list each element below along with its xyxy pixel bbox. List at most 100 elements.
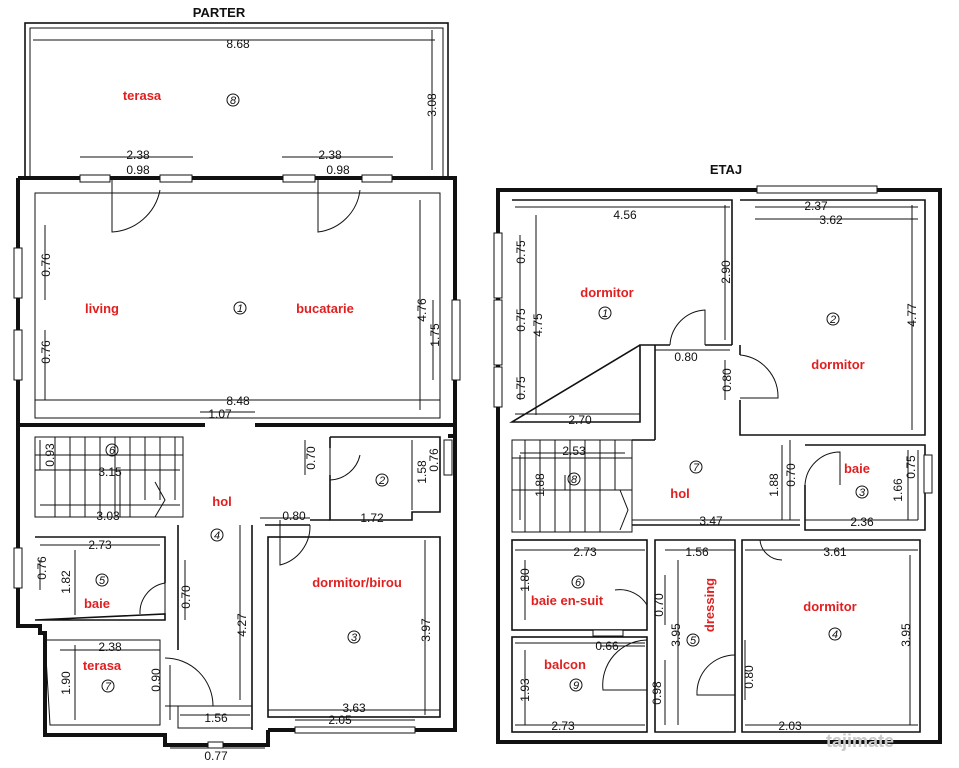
room-number: 5 xyxy=(99,575,106,587)
dim-label: 0.76 xyxy=(427,448,441,472)
baie-ensuit-box xyxy=(511,539,648,631)
window xyxy=(13,329,23,381)
dim-label: 3.62 xyxy=(819,213,843,227)
door-arc xyxy=(111,180,161,233)
dim-label: 1.56 xyxy=(685,545,709,559)
dim-label: 8.68 xyxy=(226,37,250,51)
room-number: 8 xyxy=(230,95,237,107)
room-number: 1 xyxy=(237,303,243,315)
room-label: bucatarie xyxy=(296,301,354,316)
door-arc xyxy=(759,539,783,561)
room-number: 3 xyxy=(859,487,866,499)
dressing-walls xyxy=(654,539,736,733)
dim-label: 2.73 xyxy=(88,538,112,552)
dim-label: 3.63 xyxy=(342,701,366,715)
room-number: 6 xyxy=(575,577,582,589)
room-number: 2 xyxy=(829,314,836,326)
dim-label: 0.77 xyxy=(204,749,228,763)
dim-label: 0.98 xyxy=(326,163,350,177)
room-label: hol xyxy=(670,486,690,501)
room-label: dormitor/birou xyxy=(312,575,402,590)
window xyxy=(361,174,393,183)
room-number: 7 xyxy=(693,462,700,474)
room-number: 2 xyxy=(378,475,385,487)
window xyxy=(493,299,503,366)
dim-label: 2.38 xyxy=(318,148,342,162)
dimension-lines xyxy=(33,30,441,749)
dim-label: 0.90 xyxy=(149,668,163,692)
room-label: baie xyxy=(844,461,870,476)
dim-label: 0.80 xyxy=(282,509,306,523)
dim-label: 0.80 xyxy=(742,665,756,689)
door-arc xyxy=(696,654,736,696)
dim-label: 3.08 xyxy=(425,93,439,117)
dim-label: 2.70 xyxy=(568,413,592,427)
dim-label: 3.47 xyxy=(699,514,723,528)
dim-label: 3.15 xyxy=(98,465,122,479)
dim-label: 0.80 xyxy=(674,350,698,364)
stair-box xyxy=(511,439,633,533)
room-label: terasa xyxy=(123,88,162,103)
watermark-text: tajimate xyxy=(826,731,894,751)
room-label: dormitor xyxy=(803,599,856,614)
window xyxy=(923,454,933,494)
dimension-lines xyxy=(515,205,919,726)
dim-label: 2.37 xyxy=(804,199,828,213)
bedroom-box xyxy=(267,536,441,718)
dim-label: 0.75 xyxy=(514,308,528,332)
dim-label: 1.56 xyxy=(204,711,228,725)
dim-label: 0.70 xyxy=(652,593,666,617)
dim-label: 3.95 xyxy=(899,623,913,647)
room-label: hol xyxy=(212,494,232,509)
door-arc xyxy=(164,657,214,707)
room-label: dormitor xyxy=(580,285,633,300)
bedroom2-walls xyxy=(739,199,926,436)
window xyxy=(159,174,193,183)
room-label: terasa xyxy=(83,658,122,673)
window xyxy=(294,726,416,734)
dim-label: 0.76 xyxy=(39,340,53,364)
window xyxy=(592,629,624,637)
dim-label: 3.95 xyxy=(669,623,683,647)
dim-label: 0.76 xyxy=(35,556,49,580)
dim-label: 0.93 xyxy=(43,443,57,467)
window xyxy=(13,547,23,589)
room-number: 7 xyxy=(105,681,112,693)
dim-label: 1.88 xyxy=(767,473,781,497)
room-number: 4 xyxy=(214,530,220,542)
dim-label: 1.72 xyxy=(360,511,384,525)
stair-box xyxy=(34,436,184,518)
dim-label: 3.03 xyxy=(96,509,120,523)
window xyxy=(451,299,461,381)
bedroom4-walls xyxy=(741,539,921,733)
window xyxy=(443,439,453,476)
dim-label: 0.75 xyxy=(904,455,918,479)
dim-label: 1.88 xyxy=(533,473,547,497)
dim-label: 2.36 xyxy=(850,515,874,529)
window xyxy=(282,174,316,183)
dim-label: 0.66 xyxy=(595,639,619,653)
dim-label: 2.73 xyxy=(551,719,575,733)
room-label: baie en-suit xyxy=(531,593,604,608)
dim-label: 0.70 xyxy=(304,446,318,470)
room-number: 3 xyxy=(351,632,358,644)
window xyxy=(493,366,503,408)
dim-label: 1.93 xyxy=(518,678,532,702)
room-label: living xyxy=(85,301,119,316)
dim-label: 4.75 xyxy=(531,313,545,337)
door-arc xyxy=(804,451,841,486)
dim-label: 0.75 xyxy=(514,240,528,264)
dim-label: 2.73 xyxy=(573,545,597,559)
ground-floor-title: PARTER xyxy=(193,5,246,20)
baie-walls xyxy=(804,444,926,531)
window xyxy=(13,247,23,299)
room-label: dressing xyxy=(702,578,717,632)
dim-label: 1.07 xyxy=(208,407,232,421)
door-arc xyxy=(669,309,706,346)
door-arc xyxy=(317,180,361,233)
door-arc xyxy=(602,639,648,691)
door-arc xyxy=(614,589,648,606)
door-arc xyxy=(329,448,361,481)
dim-label: 1.82 xyxy=(59,570,73,594)
